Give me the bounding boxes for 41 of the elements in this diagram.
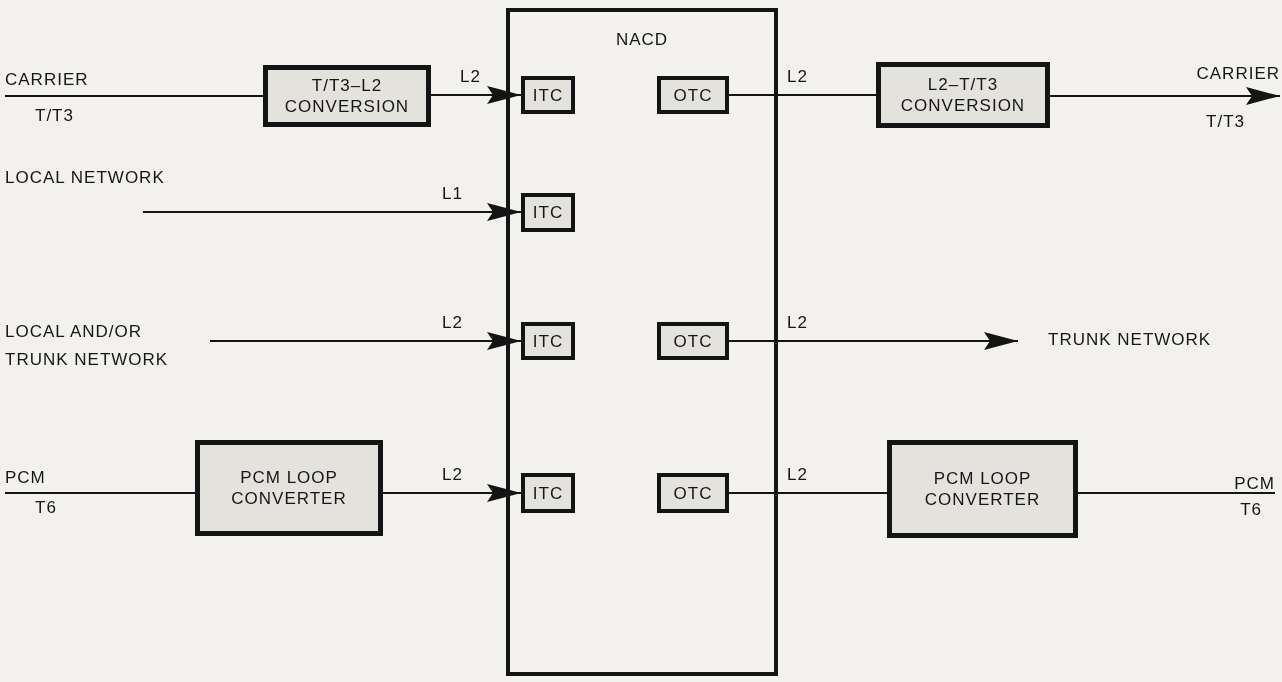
box-label: OTC (673, 482, 713, 504)
box-label: L2–T/T3 CONVERSION (899, 74, 1027, 116)
process-box (263, 65, 431, 127)
signal-label: PCM (5, 468, 46, 488)
box-label: ITC (532, 84, 564, 106)
frame-title: NACD (615, 30, 669, 50)
signal-label: CARRIER (5, 70, 89, 90)
circuit-box (521, 193, 575, 232)
box-label: ITC (532, 482, 564, 504)
box-label: ITC (532, 330, 564, 352)
signal-label: CARRIER (1196, 64, 1280, 84)
signal-label: PCM (1234, 474, 1275, 494)
signal-label: TRUNK NETWORK (1048, 330, 1212, 350)
circuit-box (521, 473, 575, 513)
box-label: PCM LOOP CONVERTER (923, 468, 1042, 510)
signal-label: T6 (34, 498, 57, 518)
signal-label: T/T3 (1206, 112, 1245, 132)
arrow (728, 332, 1019, 350)
process-box (887, 440, 1078, 538)
circuit-box (657, 322, 729, 360)
signal-label: T/T3 (34, 106, 74, 126)
arrow (430, 86, 522, 104)
box-label: OTC (673, 330, 713, 352)
signal-label: LOCAL NETWORK (5, 168, 165, 188)
box-label: OTC (673, 84, 713, 106)
circuit-box (657, 473, 729, 513)
arrow (209, 332, 522, 350)
arrow (142, 203, 522, 221)
box-label: T/T3–L2 CONVERSION (283, 75, 411, 117)
process-box (195, 440, 383, 536)
circuit-box (521, 322, 575, 360)
system-frame (506, 8, 778, 676)
circuit-box (657, 76, 729, 114)
arrow (1049, 87, 1281, 105)
box-label: ITC (532, 202, 564, 223)
process-box (876, 62, 1050, 128)
circuit-box (521, 76, 575, 114)
arrow (382, 484, 522, 502)
signal-label: T6 (1240, 500, 1262, 520)
signal-label: LOCAL AND/OR TRUNK NETWORK (5, 321, 170, 371)
box-label: PCM LOOP CONVERTER (230, 467, 348, 509)
